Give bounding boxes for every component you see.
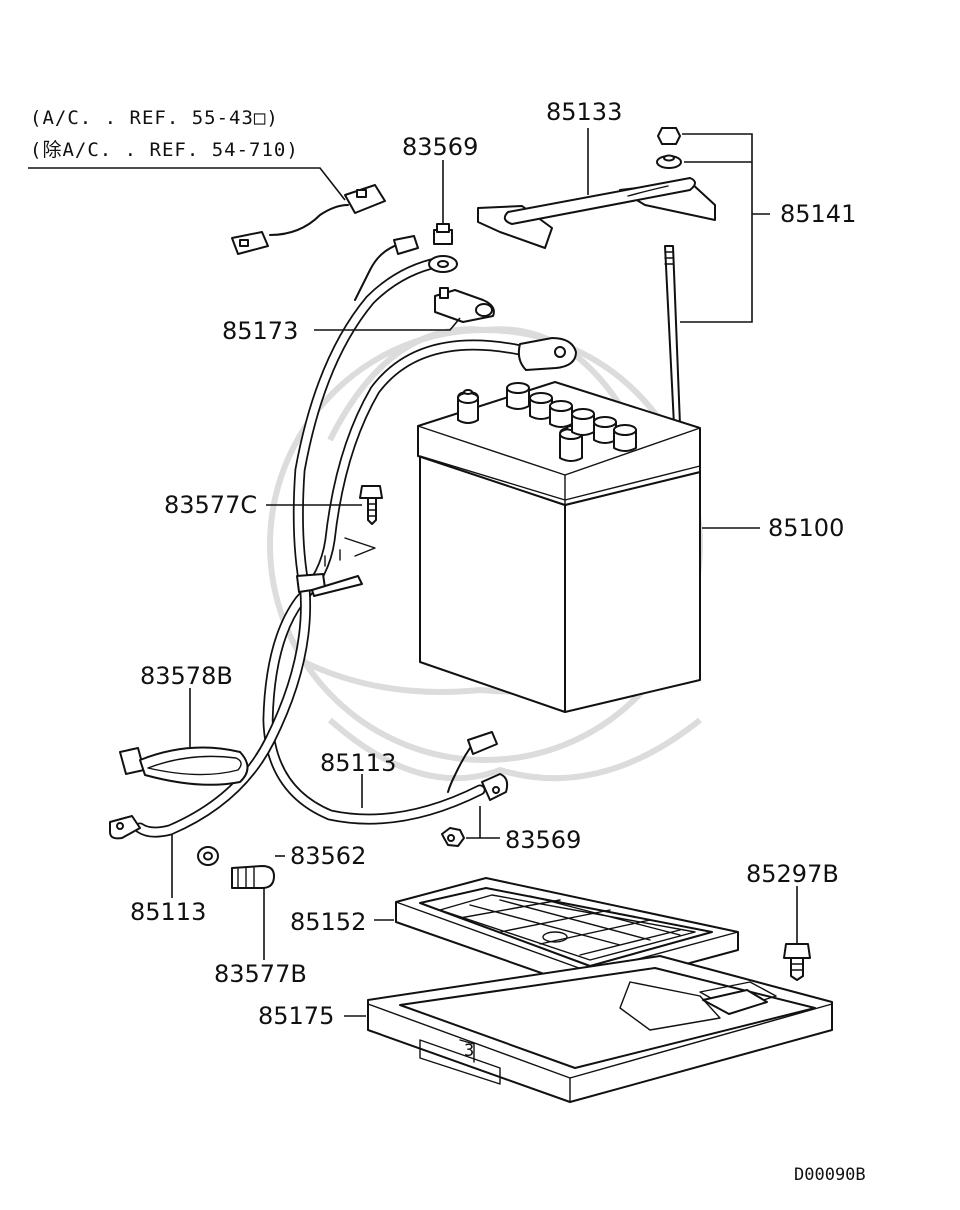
base-mark: 3 <box>464 1041 474 1061</box>
nut-83569-bottom <box>441 827 465 847</box>
label-83569-bottom: 83569 <box>505 826 581 854</box>
battery-cables <box>109 235 577 840</box>
label-83577c: 83577C <box>164 491 257 519</box>
label-85152: 85152 <box>290 908 366 936</box>
ref-note-non-ac: (除A/C. . REF. 54-710) <box>30 139 299 161</box>
j-bolt-nut-washer <box>656 127 682 426</box>
bolt-85297b <box>783 943 811 981</box>
hold-down-bracket <box>477 177 716 249</box>
label-85113-left: 85113 <box>130 898 206 926</box>
label-85141: 85141 <box>780 200 856 228</box>
screw-83577c <box>359 485 383 525</box>
label-83577b: 83577B <box>214 960 307 988</box>
ref-note-ac: (A/C. . REF. 55-43□) <box>30 107 279 129</box>
bolt-83569-top <box>433 223 453 245</box>
label-83578b: 83578B <box>140 662 233 690</box>
sub-harness-connector <box>231 184 386 255</box>
label-85175: 85175 <box>258 1002 334 1030</box>
terminal-clamp-85173 <box>434 287 495 323</box>
vent-caps <box>506 382 637 452</box>
label-83562: 83562 <box>290 842 366 870</box>
label-85133: 85133 <box>546 98 622 126</box>
label-85113-mid: 85113 <box>320 749 396 777</box>
label-85297b: 85297B <box>746 860 839 888</box>
bolt-83577b <box>231 865 275 889</box>
washer-83562 <box>197 846 219 866</box>
label-85173: 85173 <box>222 317 298 345</box>
label-83569-top: 83569 <box>402 133 478 161</box>
label-85100: 85100 <box>768 514 844 542</box>
diagram-code: D00090B <box>794 1165 866 1185</box>
cable-strap-83578b <box>119 746 249 786</box>
battery-support-base-85175: 3 <box>367 955 833 1103</box>
battery <box>417 381 701 713</box>
